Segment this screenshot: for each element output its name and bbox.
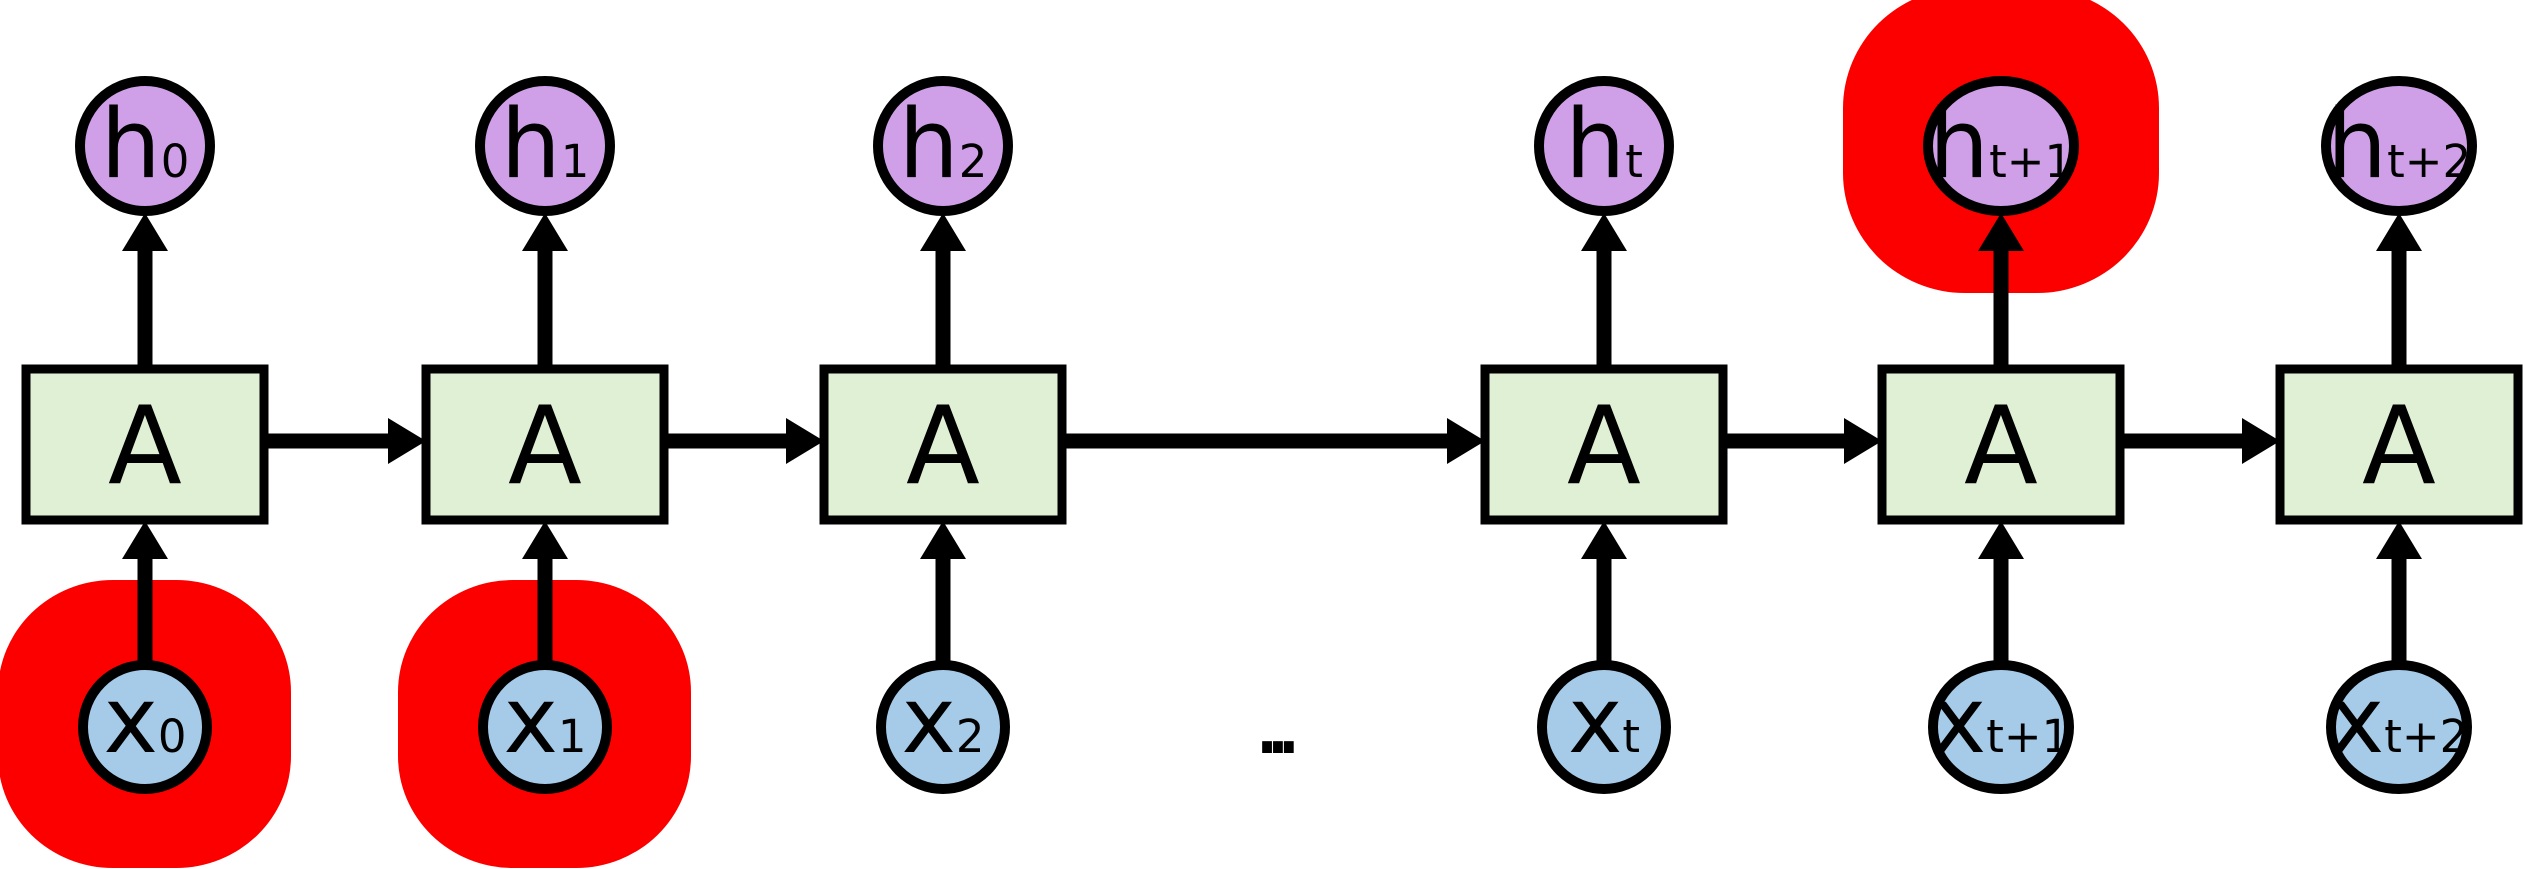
hidden-label-ht-plus-1: ht+1 [1929, 90, 2073, 200]
hidden-node-h1 [475, 76, 615, 216]
arrow-cell-to-h0-head [122, 213, 168, 251]
input-node-xt-plus-1 [1928, 660, 2074, 794]
hidden-label-ht-plus-2: ht+2 [2327, 90, 2471, 200]
input-label-xt: xt [1568, 667, 1640, 774]
hidden-label-ht: ht [1565, 90, 1643, 200]
cell-box-1 [421, 364, 669, 525]
input-node-xt [1537, 660, 1671, 794]
cell-label-3: A [1567, 384, 1641, 509]
arrow-cell-0-to-cell-1-head [388, 418, 426, 464]
hidden-label-h1: h1 [501, 90, 590, 200]
input-label-x2: x2 [901, 667, 984, 774]
cell-box-5 [2275, 364, 2523, 525]
arrow-xt-plus-1-to-cell-head [1978, 521, 2024, 559]
cell-box-0 [21, 364, 269, 525]
arrow-cell-to-h1-head [522, 213, 568, 251]
input-node-x2 [876, 660, 1010, 794]
hidden-node-h2 [873, 76, 1013, 216]
arrow-x1-to-cell-head [522, 521, 568, 559]
arrow-cell-4-to-cell-5-head [2242, 418, 2280, 464]
input-node-x1 [478, 660, 612, 794]
hidden-node-ht-plus-2 [2321, 76, 2477, 216]
cell-label-4: A [1964, 384, 2038, 509]
hidden-node-h0 [75, 76, 215, 216]
arrow-cell-to-ht-plus-1-head [1978, 213, 2024, 251]
cell-label-0: A [108, 384, 182, 509]
arrow-x2-to-cell-head [920, 521, 966, 559]
input-label-xt-plus-1: xt+1 [1932, 667, 2070, 774]
arrow-cell-to-h2-head [920, 213, 966, 251]
arrow-xt-plus-2-to-cell-head [2376, 521, 2422, 559]
hidden-node-ht [1534, 76, 1674, 216]
input-label-xt-plus-2: xt+2 [2330, 667, 2468, 774]
cell-box-2 [819, 364, 1067, 525]
input-label-x1: x1 [503, 667, 586, 774]
arrow-cell-to-ht-plus-2-head [2376, 213, 2422, 251]
arrow-cell-3-to-cell-4-head [1844, 418, 1882, 464]
ellipsis-dots: ... [1252, 666, 1304, 776]
input-label-x0: x0 [103, 667, 186, 774]
cell-label-5: A [2362, 384, 2436, 509]
arrow-cell-to-ht-head [1581, 213, 1627, 251]
arrow-xt-to-cell-head [1581, 521, 1627, 559]
arrow-cell-2-to-cell-3-head [1447, 418, 1485, 464]
hidden-node-ht-plus-1 [1923, 76, 2079, 216]
hidden-label-h0: h0 [101, 90, 190, 200]
cell-label-2: A [906, 384, 980, 509]
arrow-x0-to-cell-head [122, 521, 168, 559]
arrow-cell-1-to-cell-2-head [786, 418, 824, 464]
input-node-xt-plus-2 [2326, 660, 2472, 794]
hidden-label-h2: h2 [899, 90, 988, 200]
cell-label-1: A [508, 384, 582, 509]
cell-box-4 [1877, 364, 2125, 525]
input-node-x0 [78, 660, 212, 794]
cell-box-3 [1480, 364, 1728, 525]
